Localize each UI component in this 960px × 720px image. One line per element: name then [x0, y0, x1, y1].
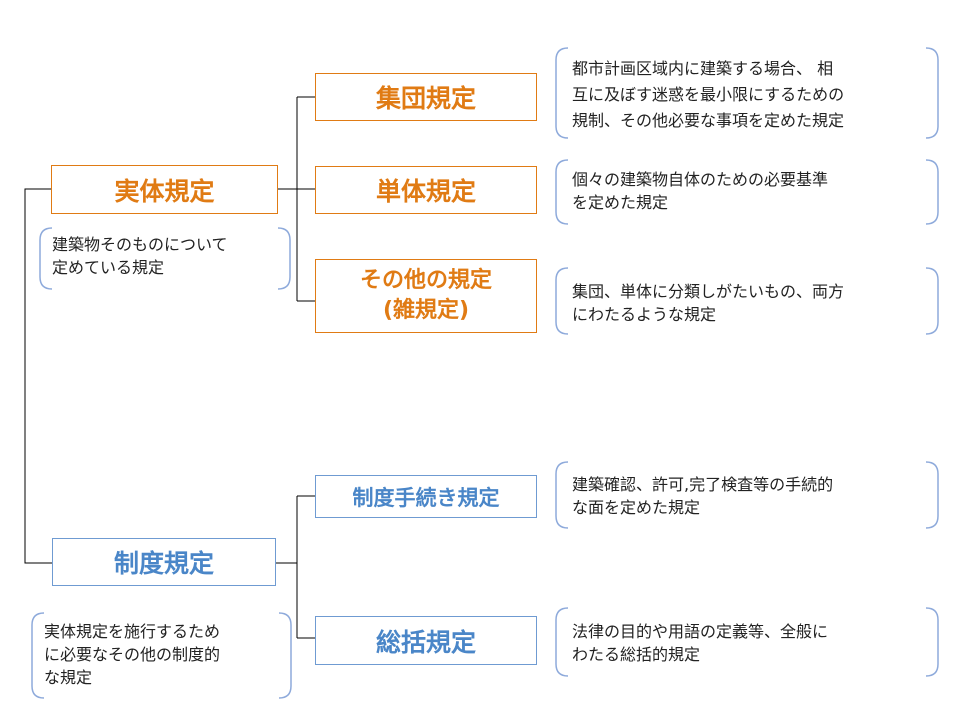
sonota-kitei-box: その他の規定 (雑規定)	[315, 259, 537, 333]
note-bracket-right	[278, 612, 292, 699]
note-bracket-right	[925, 267, 939, 335]
shudan-kitei-box: 集団規定	[315, 73, 537, 121]
note-line: 集団、単体に分類しがたいもの、両方	[572, 282, 845, 301]
tantai-kitei-desc: 個々の建築物自体のための必要基準 を定めた規定	[572, 168, 828, 214]
note-line: にわたるような規定	[572, 305, 717, 324]
seido-kitei-label: 制度規定	[113, 549, 214, 578]
soukatsu-kitei-box: 総括規定	[315, 616, 537, 665]
note-bracket-left	[555, 461, 569, 529]
note-bracket-right	[925, 461, 939, 529]
note-line: 規制、その他必要な事項を定めた規定	[572, 111, 845, 130]
note-line: を定めた規定	[572, 193, 669, 212]
seido-kitei-box: 制度規定	[52, 538, 276, 586]
note-bracket-right	[925, 607, 939, 677]
note-line: な面を定めた規定	[572, 498, 701, 517]
zatsu-kitei-label: (雑規定)	[382, 298, 470, 323]
note-bracket-left	[555, 267, 569, 335]
jittai-kitei-label: 実体規定	[114, 176, 215, 206]
note-line: な規定	[44, 668, 93, 687]
note-bracket-left	[555, 607, 569, 677]
tantai-kitei-box: 単体規定	[315, 166, 537, 214]
tree-connectors	[24, 96, 315, 639]
soukatsu-kitei-desc: 法律の目的や用語の定義等、全般に わたる総括的規定	[572, 620, 828, 666]
note-bracket-left	[555, 47, 569, 139]
note-line: 建築確認、許可,完了検査等の手続的	[572, 475, 834, 494]
root-connector	[24, 188, 52, 564]
note-bracket-left	[555, 159, 569, 225]
note-line: 都市計画区域内に建築する場合、 相	[572, 59, 834, 78]
note-bracket-right	[277, 227, 291, 290]
sonota-kitei-label: その他の規定	[359, 268, 492, 293]
tantai-kitei-label: 単体規定	[375, 177, 476, 206]
note-line: 個々の建築物自体のための必要基準	[572, 170, 829, 189]
note-line: わたる総括的規定	[572, 645, 701, 664]
note-line: 法律の目的や用語の定義等、全般に	[572, 622, 829, 641]
seido-tetsuzuki-kitei-label: 制度手続き規定	[352, 485, 500, 510]
seido-tetsuzuki-kitei-box: 制度手続き規定	[315, 475, 537, 518]
soukatsu-kitei-label: 総括規定	[375, 627, 476, 657]
sonota-kitei-desc: 集団、単体に分類しがたいもの、両方 にわたるような規定	[572, 280, 844, 326]
note-line: 定めている規定	[52, 258, 165, 277]
shudan-kitei-label: 集団規定	[375, 84, 476, 113]
note-line: に必要なその他の制度的	[44, 645, 221, 664]
note-brackets	[31, 47, 939, 699]
note-bracket-right	[925, 47, 939, 139]
jittai-kitei-note: 建築物そのものについて 定めている規定	[52, 233, 228, 279]
note-line: 建築物そのものについて	[52, 235, 228, 254]
note-bracket-left	[31, 612, 45, 699]
note-bracket-right	[925, 159, 939, 225]
note-bracket-left	[39, 227, 53, 290]
shudan-kitei-desc: 都市計画区域内に建築する場合、 相 互に及ぼす迷惑を最小限にするための 規制、そ…	[572, 56, 844, 134]
seido-tetsuzuki-kitei-desc: 建築確認、許可,完了検査等の手続的 な面を定めた規定	[572, 473, 833, 519]
note-line: 実体規定を施行するため	[44, 622, 221, 641]
note-line: 互に及ぼす迷惑を最小限にするための	[572, 85, 845, 104]
seido-kitei-note: 実体規定を施行するため に必要なその他の制度的 な規定	[44, 620, 220, 689]
jittai-kitei-box: 実体規定	[51, 165, 278, 214]
